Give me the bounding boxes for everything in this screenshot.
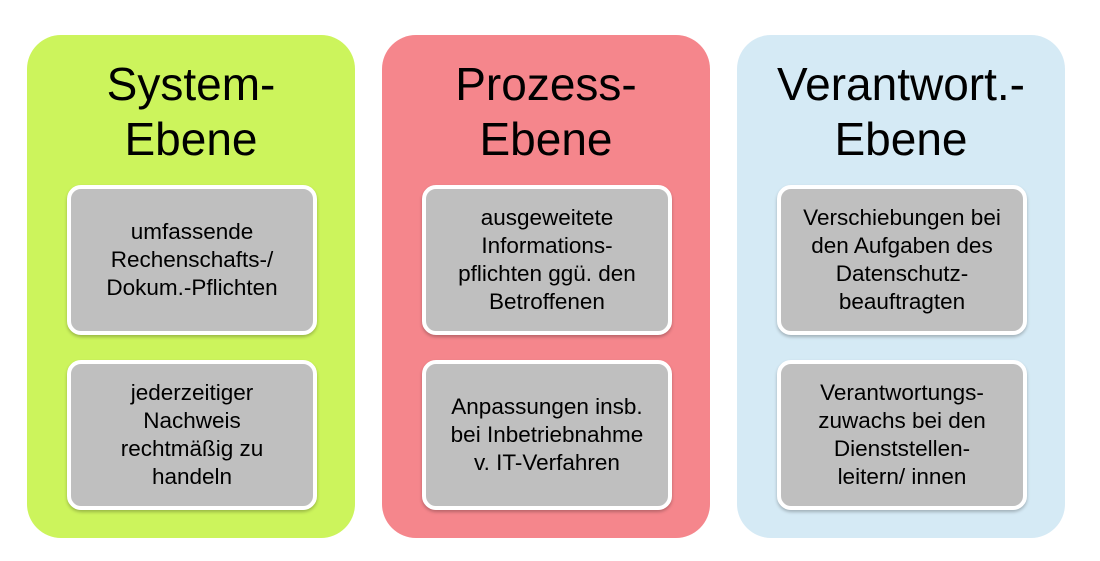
card-text-line: jederzeitiger xyxy=(130,380,254,405)
card-text-line: Nachweis xyxy=(143,408,241,433)
card-text: ausgeweitete Informations- pflichten ggü… xyxy=(458,204,636,316)
card-text-line: pflichten ggü. den xyxy=(458,261,636,286)
card-text: Verantwortungs- zuwachs bei den Dienstst… xyxy=(818,379,986,491)
card-text-line: Anpassungen insb. xyxy=(451,394,643,419)
column-verantwort-ebene: Verantwort.- Ebene Verschiebungen bei de… xyxy=(737,35,1065,538)
column-title-line: Ebene xyxy=(479,113,613,165)
card-text-line: rechtmäßig zu xyxy=(120,436,264,461)
card-text-line: leitern/ innen xyxy=(837,464,967,489)
card-text-line: v. IT-Verfahren xyxy=(474,450,620,475)
column-title-line: Prozess- xyxy=(455,58,637,110)
card-text-line: bei Inbetriebnahme xyxy=(450,422,644,447)
column-title: Prozess- Ebene xyxy=(382,57,710,167)
card-text: Anpassungen insb. bei Inbetriebnahme v. … xyxy=(451,393,644,477)
card: umfassende Rechenschafts-/ Dokum.-Pflich… xyxy=(67,185,317,335)
card: Verantwortungs- zuwachs bei den Dienstst… xyxy=(777,360,1027,510)
card-text: Verschiebungen bei den Aufgaben des Date… xyxy=(803,204,1001,316)
card-text-line: handeln xyxy=(151,464,233,489)
column-title: Verantwort.- Ebene xyxy=(737,57,1065,167)
card-text-line: beauftragten xyxy=(838,289,966,314)
card-text-line: umfassende xyxy=(130,219,254,244)
card: Anpassungen insb. bei Inbetriebnahme v. … xyxy=(422,360,672,510)
card-text: umfassende Rechenschafts-/ Dokum.-Pflich… xyxy=(106,218,277,302)
card: ausgeweitete Informations- pflichten ggü… xyxy=(422,185,672,335)
card-text-line: Dienststellen- xyxy=(833,436,971,461)
card-text-line: Datenschutz- xyxy=(835,261,969,286)
column-title-line: Ebene xyxy=(124,113,258,165)
card-text-line: zuwachs bei den xyxy=(818,408,986,433)
card-text-line: Rechenschafts-/ xyxy=(110,247,274,272)
card: jederzeitiger Nachweis rechtmäßig zu han… xyxy=(67,360,317,510)
card: Verschiebungen bei den Aufgaben des Date… xyxy=(777,185,1027,335)
card-text-line: Verschiebungen bei xyxy=(803,205,1001,230)
card-text-line: ausgeweitete xyxy=(480,205,614,230)
card-text-line: Dokum.-Pflichten xyxy=(106,275,278,300)
card-text: jederzeitiger Nachweis rechtmäßig zu han… xyxy=(121,379,264,491)
card-text-line: Verantwortungs- xyxy=(820,380,984,405)
column-title-line: Verantwort.- xyxy=(777,58,1025,110)
column-system-ebene: System- Ebene umfassende Rechenschafts-/… xyxy=(27,35,355,538)
column-title-line: Ebene xyxy=(834,113,968,165)
card-text-line: Betroffenen xyxy=(489,289,605,314)
column-title: System- Ebene xyxy=(27,57,355,167)
column-title-line: System- xyxy=(106,58,276,110)
column-prozess-ebene: Prozess- Ebene ausgeweitete Informations… xyxy=(382,35,710,538)
card-text-line: den Aufgaben des xyxy=(811,233,993,258)
card-text-line: Informations- xyxy=(481,233,613,258)
